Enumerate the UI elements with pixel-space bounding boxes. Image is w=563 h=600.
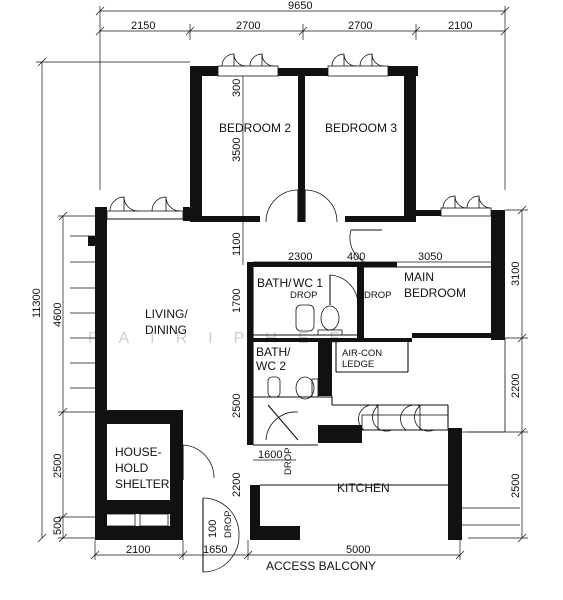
room-aircon-line1: AIR-CON <box>342 348 382 359</box>
dim-top-seg-4: 2100 <box>448 20 472 32</box>
dim-left-total: 11300 <box>31 288 43 318</box>
room-bath-wc1-line1: BATH/ <box>257 276 292 290</box>
room-aircon-line2: LEDGE <box>342 359 374 370</box>
dim-door-100: 100 <box>207 520 219 538</box>
wc1-drop-label: DROP <box>290 290 317 301</box>
dim-bottom-seg-2: 1650 <box>203 544 227 556</box>
dim-main-bed-2300: 2300 <box>288 251 312 263</box>
dim-bottom-seg-3: 5000 <box>346 544 370 556</box>
dim-top-seg-2: 2700 <box>236 20 260 32</box>
dim-main-bed-3050: 3050 <box>418 251 442 263</box>
dim-top-total: 9650 <box>288 0 312 12</box>
room-bath-wc1-line2: WC 1 <box>293 276 323 290</box>
wc2-drop-label: DROP <box>283 448 294 475</box>
left-dimensions: 11300 4600 2500 500 <box>31 57 190 543</box>
walls <box>88 66 505 540</box>
dim-right-seg-3: 2500 <box>510 474 522 498</box>
room-kitchen: KITCHEN <box>337 481 390 495</box>
interior-dimensions: 300 3500 1100 1700 2500 2200 2300 400 30… <box>207 76 491 538</box>
dim-corridor-2500: 2500 <box>231 394 243 418</box>
dim-main-bed-400: 400 <box>347 251 365 263</box>
room-shelter-line2: HOLD <box>115 461 149 475</box>
dim-left-seg-3: 500 <box>52 517 64 535</box>
room-living-line1: LIVING/ <box>145 307 188 321</box>
entrance-drop-label: DROP <box>223 511 234 538</box>
room-living-line2: DINING <box>145 323 187 337</box>
dim-top-seg-1: 2150 <box>131 20 155 32</box>
room-bath-wc2-line1: BATH/ <box>256 345 291 359</box>
dim-bedroom-top: 300 <box>231 79 243 97</box>
doors <box>182 189 382 573</box>
access-balcony-label: ACCESS BALCONY <box>266 559 376 573</box>
room-bedroom-3: BEDROOM 3 <box>325 121 397 135</box>
room-bath-wc2-line2: WC 2 <box>256 359 286 373</box>
bottom-dimensions: 2100 1650 5000 ACCESS BALCONY <box>90 540 465 573</box>
room-main-bedroom-line2: BEDROOM <box>404 286 466 300</box>
dim-top-seg-3: 2700 <box>348 20 372 32</box>
main-bed-drop-label: DROP <box>364 290 391 301</box>
dim-corridor-1700: 1700 <box>231 289 243 313</box>
dim-corridor-1100: 1100 <box>231 232 243 256</box>
room-labels: BEDROOM 2 BEDROOM 3 MAIN BEDROOM LIVING/… <box>115 121 466 538</box>
dim-corridor-2200: 2200 <box>231 473 243 497</box>
room-shelter-line1: HOUSE- <box>115 445 162 459</box>
windows <box>104 53 492 527</box>
top-dimensions: 9650 2150 2700 2700 2100 <box>95 0 510 190</box>
dim-right-seg-2: 2200 <box>510 374 522 398</box>
room-shelter-line3: SHELTER <box>115 477 170 491</box>
dim-wc-1600: 1600 <box>258 449 282 461</box>
watermark-text: PAIRIPHEE <box>88 330 361 347</box>
right-dimensions: 3100 2200 2500 <box>468 205 528 543</box>
room-bedroom-2: BEDROOM 2 <box>219 121 291 135</box>
dim-bottom-seg-1: 2100 <box>126 544 150 556</box>
dim-right-seg-1: 3100 <box>510 262 522 286</box>
fixtures <box>70 235 343 400</box>
dim-left-seg-2: 2500 <box>52 454 64 478</box>
room-main-bedroom-line1: MAIN <box>404 270 434 284</box>
dim-left-seg-1: 4600 <box>52 303 64 327</box>
dim-bedroom-depth: 3500 <box>231 138 243 162</box>
